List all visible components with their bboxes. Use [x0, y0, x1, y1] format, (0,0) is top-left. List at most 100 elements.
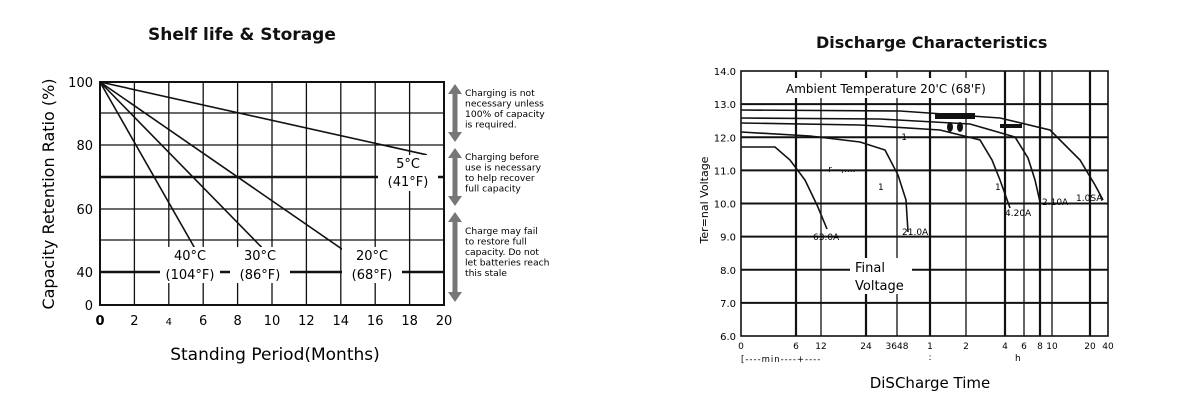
- annotation-text: Charging before: [465, 152, 539, 163]
- series-end-label: 2.10A: [1042, 198, 1069, 208]
- x-unit-sep: :: [928, 353, 931, 363]
- x-tick-label: 0: [95, 314, 104, 329]
- annotation-text: Charge may fail: [465, 226, 538, 237]
- series-label-line2: (104°F): [166, 268, 215, 283]
- y-tick-label: 6.0: [720, 332, 736, 343]
- discharge-title: Discharge Characteristics: [816, 33, 1048, 52]
- noise-text: 1: [995, 183, 1001, 193]
- y-tick-label: 100: [68, 76, 93, 91]
- series-label-line2: (68°F): [352, 268, 393, 283]
- y-tick-label: 12.0: [714, 133, 736, 144]
- shelf-life-title: Shelf life & Storage: [148, 25, 336, 45]
- mark-bar: [935, 113, 975, 119]
- annotation-arrow-head-down: [448, 132, 462, 142]
- ambient-bg: [782, 78, 994, 98]
- y-tick-label: 9.0: [720, 233, 736, 244]
- series-label-bg: [230, 247, 290, 283]
- x-tick-label: 16: [367, 314, 384, 329]
- annotation-text: Charging is not: [465, 88, 535, 99]
- series-label-bg: [160, 247, 220, 283]
- x-tick-label: 12: [815, 342, 826, 352]
- x-tick-label: 1: [927, 342, 933, 352]
- y-tick-label: 13.0: [714, 100, 736, 111]
- series-end-label: 4.20A: [1005, 209, 1032, 219]
- series-label-line1: 5°C: [396, 157, 420, 172]
- x-tick-label: 40: [1102, 342, 1114, 352]
- y-axis-title: Capacity Retention Ratio (%): [39, 78, 58, 309]
- mark-dot: [947, 122, 953, 132]
- x-tick-label: 24: [860, 342, 872, 352]
- series-label-bg: [378, 155, 438, 191]
- x-tick-label: 6: [1021, 342, 1027, 352]
- series-label-line2: (41°F): [388, 175, 429, 190]
- annotation-text: to help recover: [465, 173, 535, 184]
- x-unit-min: [----min----+----: [741, 355, 821, 365]
- annotation-arrow-head-up: [448, 212, 462, 222]
- x-tick-label: 2: [130, 314, 138, 329]
- y-tick-label: 7.0: [720, 299, 736, 310]
- x-tick-label: 8: [233, 314, 241, 329]
- x-tick-label: 10: [264, 314, 281, 329]
- annotation-text: 100% of capacity: [465, 109, 545, 120]
- x-tick-label: 12: [298, 314, 315, 329]
- series-line-2: [99, 81, 287, 273]
- y-tick-label: 80: [76, 139, 93, 154]
- annotation-arrow-head-down: [448, 196, 462, 206]
- y-tick-label: 40: [76, 266, 93, 281]
- noise-text: -1: [898, 133, 907, 143]
- annotation-text: is required.: [465, 120, 517, 131]
- series-end-label: 1.0SA: [1076, 194, 1103, 204]
- annotation-text: to restore full: [465, 237, 527, 248]
- series-label-line1: 30°C: [244, 249, 276, 264]
- x-tick-label: 3648: [886, 342, 909, 352]
- x-unit-h: h: [1015, 354, 1021, 364]
- annotation-text: this stale: [465, 268, 507, 279]
- x-axis-title: DiSCharge Time: [870, 374, 991, 392]
- y-tick-label: 0: [85, 299, 93, 314]
- x-tick-label: 10: [1046, 342, 1058, 352]
- noise-text: 1: [878, 183, 884, 193]
- series-curve-3: [740, 117, 1041, 203]
- x-tick-label: 18: [401, 314, 418, 329]
- series-label-line1: 20°C: [356, 249, 388, 264]
- ambient-text: Ambient Temperature 20'C (68'F): [786, 82, 986, 96]
- x-tick-label: 20: [436, 314, 453, 329]
- annotation-text: necessary unless: [465, 99, 544, 110]
- y-tick-label: 8.0: [720, 266, 736, 277]
- series-label-line1: 40°C: [174, 249, 206, 264]
- series-label-line2: (86°F): [240, 268, 281, 283]
- annotation-text: use is necessary: [465, 163, 542, 174]
- final-voltage-line1: Final: [855, 261, 885, 276]
- series-curve-0: [741, 146, 828, 230]
- y-tick-label: 11.0: [714, 166, 736, 177]
- series-curve-2: [740, 122, 1011, 209]
- mark-dot: [957, 122, 963, 132]
- series-line-3: [99, 81, 210, 273]
- final-voltage-bg: [850, 258, 912, 294]
- noise-text: -r---,....: [825, 165, 855, 175]
- series-curve-4: [740, 109, 1104, 201]
- annotation-arrow-head-up: [448, 84, 462, 94]
- series-end-label: 21.0A: [902, 228, 929, 238]
- annotation-arrow-head-up: [448, 148, 462, 158]
- x-tick-label: 14: [333, 314, 350, 329]
- series-label-bg: [342, 247, 402, 283]
- annotation-arrow-head-down: [448, 292, 462, 302]
- x-axis-title: Standing Period(Months): [170, 345, 380, 365]
- annotation-text: let batteries reach: [465, 258, 550, 269]
- x-tick-label: 6: [199, 314, 207, 329]
- x-tick-label: 6: [793, 342, 799, 352]
- series-curve-1: [740, 131, 909, 233]
- y-tick-label: 60: [76, 203, 93, 218]
- x-tick-label: 20: [1084, 342, 1096, 352]
- series-end-label: 63.0A: [813, 233, 840, 243]
- y-tick-label: 14.0: [714, 67, 736, 78]
- y-tick-label: 10.0: [714, 200, 736, 211]
- x-tick-label: 8: [1037, 342, 1043, 352]
- x-tick-label: 2: [963, 342, 969, 352]
- series-line-1: [99, 81, 376, 273]
- mark-bar: [1000, 124, 1022, 128]
